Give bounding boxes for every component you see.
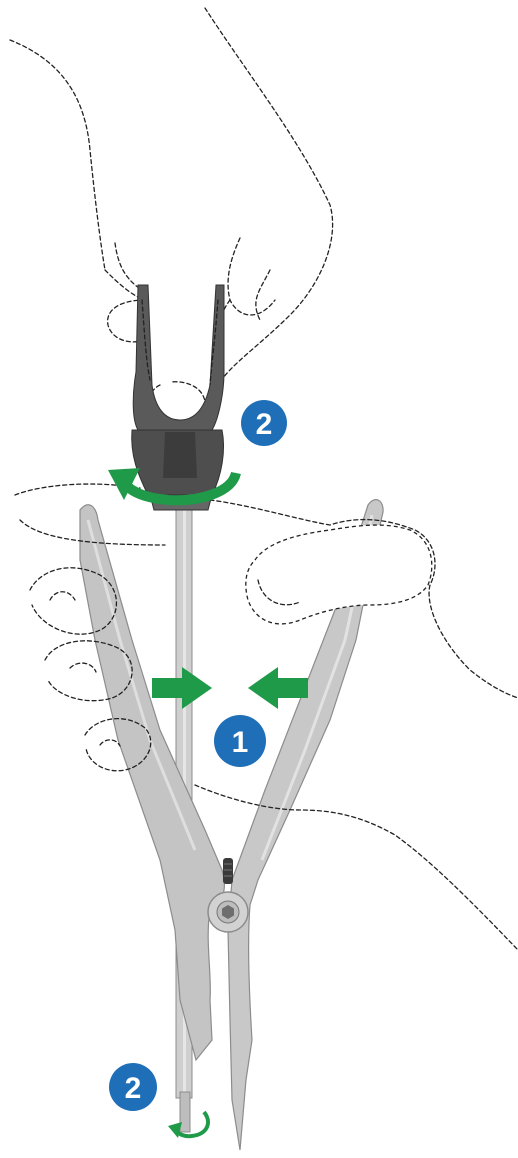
step-label: 2 <box>256 408 273 441</box>
step-badge-2-bottom: 2 <box>109 1063 157 1111</box>
plier-spring <box>223 858 233 884</box>
lower-hand-outline <box>14 483 518 951</box>
plier-left-arm <box>79 504 225 1062</box>
driver-handle <box>131 284 225 511</box>
fingertip-outlines <box>141 299 219 386</box>
step-badge-1: 1 <box>214 715 266 767</box>
step-label: 1 <box>232 726 249 759</box>
rotate-arrow-icon <box>108 468 241 506</box>
step-label: 2 <box>125 1072 142 1105</box>
upper-hand-outline <box>9 7 334 430</box>
squeeze-arrow-icon <box>152 667 308 709</box>
hex-screw-icon <box>207 891 249 933</box>
step-badge-2-top: 2 <box>241 400 287 446</box>
tip-rotate-arrow-icon <box>168 1110 210 1139</box>
